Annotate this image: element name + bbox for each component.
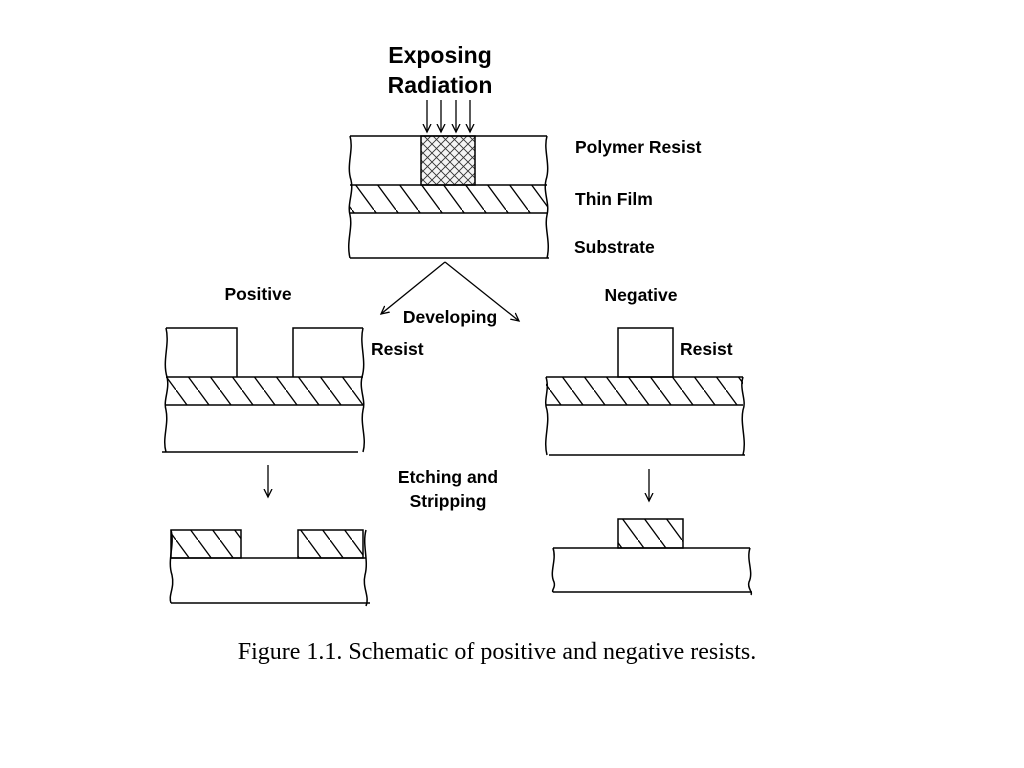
positive-etched-stack: [169, 529, 370, 607]
positive-film-left: [170, 529, 242, 559]
label-thin-film: Thin Film: [575, 189, 653, 209]
label-substrate: Substrate: [574, 237, 655, 257]
negative-developed-stack: [544, 327, 746, 456]
label-developing: Developing: [403, 307, 497, 327]
label-positive: Positive: [224, 284, 291, 304]
label-resist-positive: Resist: [371, 339, 424, 359]
positive-thin-film: [166, 377, 363, 405]
figure-caption: Figure 1.1. Schematic of positive and ne…: [238, 639, 757, 665]
negative-thin-film: [546, 377, 743, 405]
developing-arrows: [381, 261, 519, 321]
initial-stack: [347, 135, 550, 259]
positive-film-right: [297, 529, 364, 559]
exposing-radiation-title-line2: Radiation: [388, 72, 493, 98]
label-etching-line1: Etching and: [398, 467, 498, 487]
top-thin-film: [350, 185, 547, 213]
positive-developed-stack: [162, 327, 366, 453]
exposing-radiation-title-line1: Exposing: [388, 42, 492, 68]
negative-film-remaining: [617, 518, 684, 549]
label-polymer-resist: Polymer Resist: [575, 137, 702, 157]
radiation-arrows: [427, 100, 470, 132]
label-negative: Negative: [605, 285, 678, 305]
exposed-resist-region: [420, 135, 476, 186]
label-resist-negative: Resist: [680, 339, 733, 359]
negative-etched-stack: [551, 518, 753, 596]
label-etching-line2: Stripping: [410, 491, 487, 511]
